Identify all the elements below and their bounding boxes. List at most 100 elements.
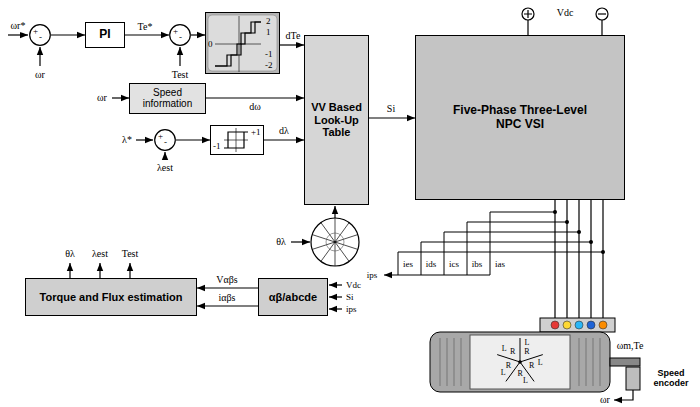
- signal-wire: [136, 139, 153, 140]
- hysteresis-curve: [228, 132, 248, 148]
- dc-link-wire: [528, 20, 602, 35]
- signal-label: Test: [121, 248, 140, 260]
- node-text: Speed information: [134, 87, 201, 110]
- torque-hysteresis-art: [205, 12, 280, 74]
- winding-window: [470, 335, 570, 389]
- signal-wire: [99, 263, 100, 278]
- winding-label: L: [538, 359, 543, 367]
- signal-label: Vdc: [556, 7, 575, 19]
- winding-label: L: [501, 369, 506, 377]
- node-text: -2: [265, 61, 273, 71]
- flux-hysteresis-art: [210, 125, 264, 155]
- sensor-dot: [589, 240, 593, 244]
- summing-junction: +-: [29, 24, 51, 46]
- summing-junction: +-: [169, 24, 191, 46]
- winding-label: L: [525, 339, 530, 347]
- node-text: +: [33, 27, 38, 37]
- signal-arrow: [369, 117, 415, 118]
- process-box: Speed information: [129, 83, 206, 114]
- signal-label: λ*: [121, 134, 133, 146]
- box-content: Torque and Flux estimation: [40, 291, 183, 304]
- box-content: Speed information: [134, 87, 201, 110]
- node-text: -: [39, 33, 42, 43]
- node-text: -: [164, 138, 167, 148]
- negative-terminal: [596, 8, 608, 20]
- signal-arrow: [125, 34, 169, 35]
- star-point: [518, 360, 522, 364]
- signal-arrow: [176, 139, 210, 140]
- signal-label: ips: [345, 304, 358, 314]
- node-text: +: [158, 132, 163, 142]
- winding-label: R: [506, 362, 511, 370]
- inner-ring: [326, 233, 344, 251]
- signal-label: Si: [345, 292, 355, 302]
- box-content: VV Based Look-Up Table: [309, 101, 364, 139]
- signal-label: θλ: [275, 236, 287, 248]
- node-text: +: [173, 27, 178, 37]
- signal-wire: [329, 284, 342, 285]
- block-fill: [205, 12, 280, 74]
- signal-label: ωr: [96, 92, 108, 104]
- axis: [224, 128, 248, 152]
- terminal-dot: [575, 321, 583, 329]
- signal-wire: [39, 47, 40, 66]
- signal-label: ωm,Te: [616, 340, 645, 352]
- winding-label: R: [529, 362, 534, 370]
- signal-label: θλ: [64, 248, 76, 260]
- signal-arrow: [51, 34, 85, 35]
- box-content: PI: [99, 28, 110, 42]
- winding-label: L: [523, 377, 528, 385]
- signal-wire: [8, 34, 28, 35]
- node-text: 2: [266, 17, 271, 27]
- signal-arrow: [206, 97, 304, 98]
- terminal-dot: [563, 321, 571, 329]
- signal-wire: [334, 206, 335, 218]
- process-box: Five-Phase Three-Level NPC VSI: [415, 35, 625, 200]
- signal-wire: [69, 263, 70, 278]
- signal-label: ωr: [34, 69, 46, 81]
- junction-circle: [30, 25, 51, 46]
- winding-label: L: [502, 345, 507, 353]
- signal-arrow: [280, 44, 304, 45]
- signal-label: ics: [448, 259, 460, 269]
- terminal-dot: [587, 321, 595, 329]
- node-text: PI: [99, 28, 110, 42]
- minus-symbol: [598, 13, 606, 14]
- motor-shaft: [610, 358, 640, 366]
- node-text: 1: [266, 28, 271, 38]
- node-text: -: [179, 33, 182, 43]
- hysteresis-block: 210-1-2: [205, 12, 280, 74]
- signal-wire: [329, 296, 342, 297]
- hysteresis-block: +1-1: [210, 125, 264, 155]
- winding-label: R: [510, 348, 515, 356]
- sensor-dot: [565, 220, 569, 224]
- process-box: Torque and Flux estimation: [25, 278, 197, 316]
- terminal-dot: [599, 321, 607, 329]
- box-content: Five-Phase Three-Level NPC VSI: [445, 104, 595, 132]
- signal-label: ωr: [599, 394, 611, 406]
- signal-label: λest: [156, 162, 174, 174]
- node-text: Five-Phase Three-Level NPC VSI: [445, 104, 595, 132]
- signal-label: ips: [366, 270, 379, 280]
- signal-label: λest: [91, 248, 109, 260]
- signal-label: ies: [402, 259, 414, 269]
- node-text: VV Based Look-Up Table: [309, 101, 364, 139]
- signal-label: dTe: [285, 30, 302, 42]
- signal-label: Vαβs: [215, 274, 238, 286]
- signal-wire: [112, 97, 129, 98]
- signal-label: Te*: [137, 21, 154, 33]
- winding-label: R: [524, 348, 529, 356]
- hysteresis-curve: [224, 132, 244, 148]
- motor-illustration: [430, 318, 640, 392]
- signal-label: ωr*: [10, 20, 27, 32]
- sector-spokes: [312, 218, 358, 266]
- signal-wire: [179, 47, 180, 66]
- junction-circle: [155, 130, 176, 151]
- signal-label: ias: [494, 259, 506, 269]
- node-text: αβ/abcde: [269, 291, 317, 304]
- sensor-dot: [601, 250, 605, 254]
- sector-diagram: [311, 218, 359, 266]
- signal-label: Si: [386, 103, 396, 115]
- terminal-box: [540, 318, 615, 332]
